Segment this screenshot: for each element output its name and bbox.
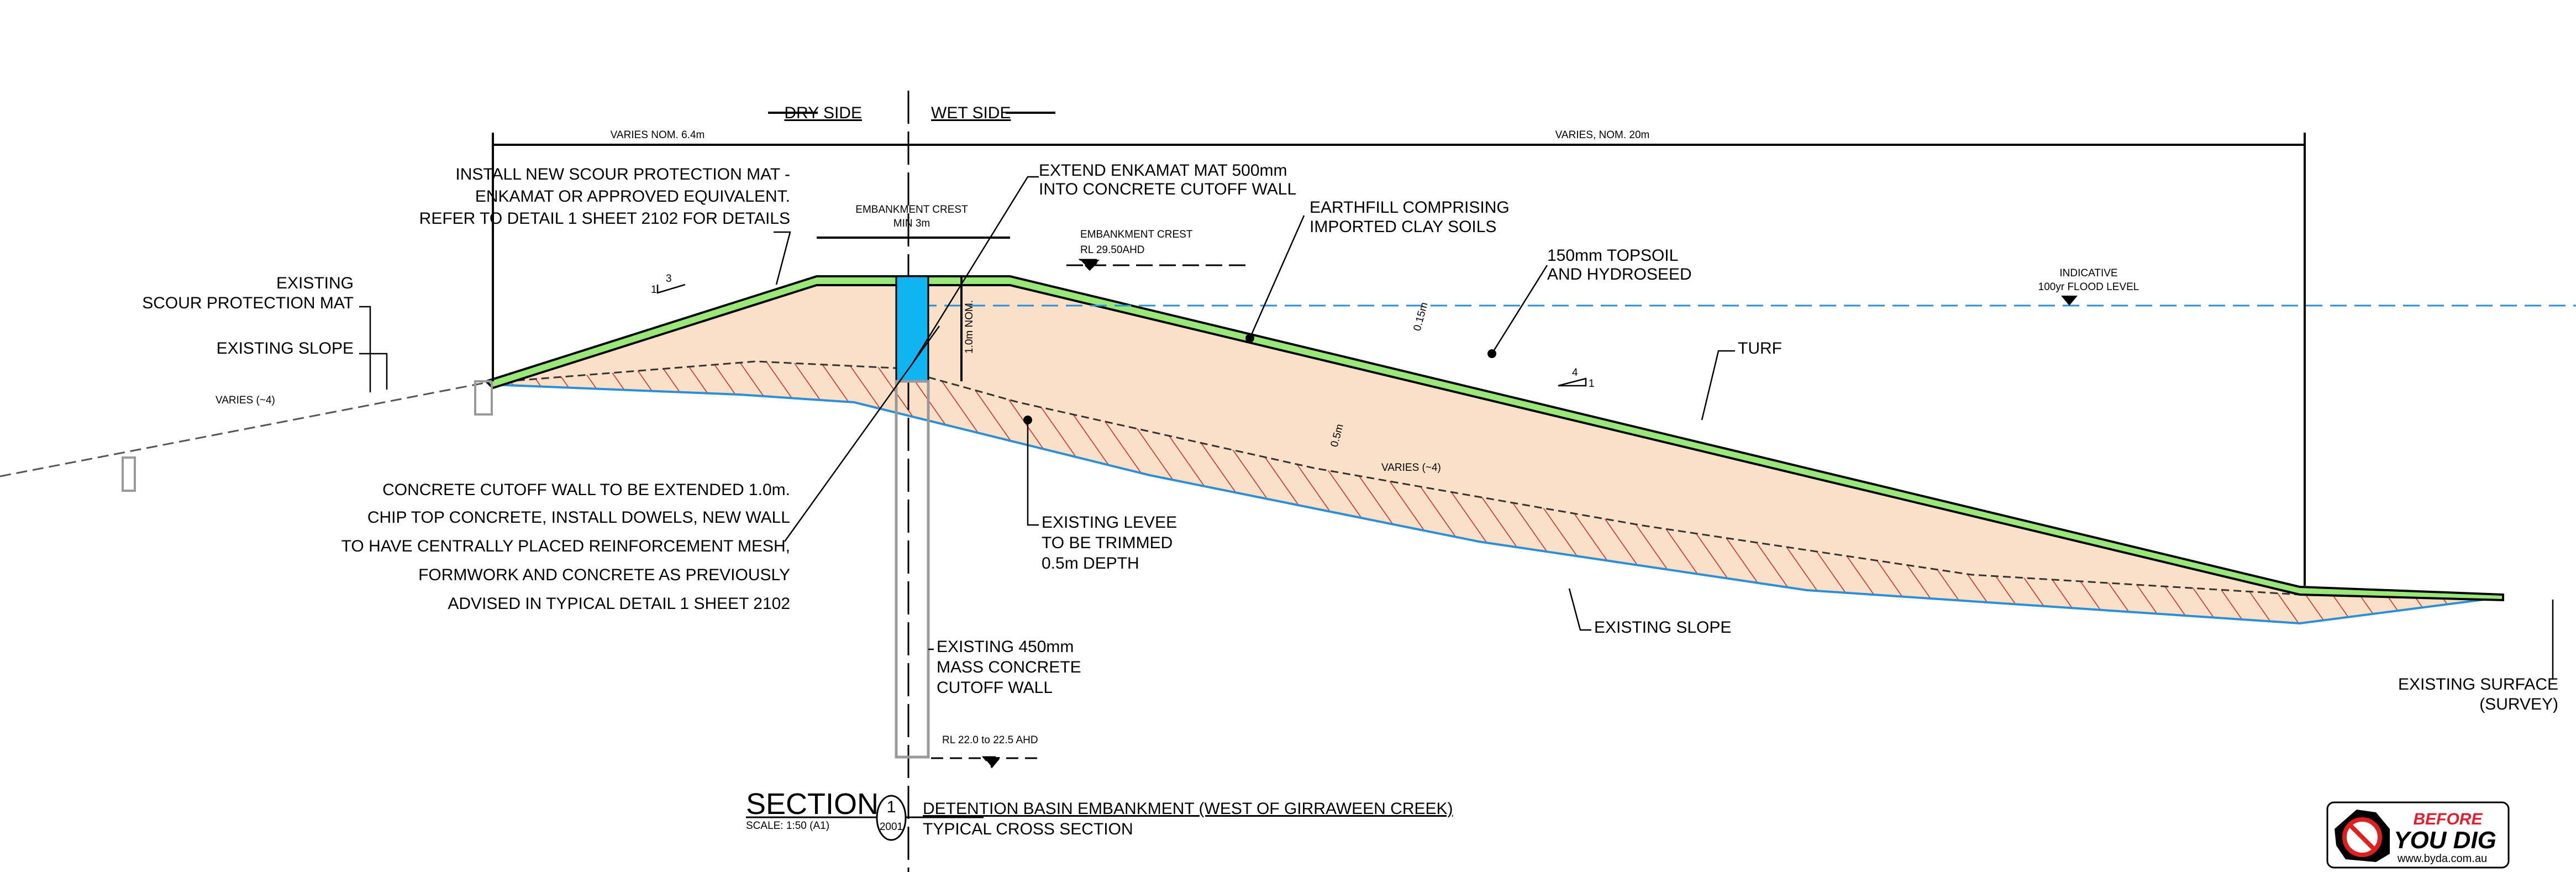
levee-note: TO BE TRIMMED (1042, 534, 1173, 552)
dim-right-label: VARIES, NOM. 20m (1555, 129, 1650, 141)
existing-surface-note: EXISTING SURFACE (2398, 675, 2558, 694)
existing-ground-line (0, 380, 493, 477)
earthfill-note: EARTHFILL COMPRISING (1310, 198, 1510, 217)
existing-wall-note: EXISTING 450mm (937, 638, 1074, 656)
section-label: SECTION (746, 787, 879, 821)
sheet-number: 2001 (880, 821, 903, 833)
existing-wall-note: MASS CONCRETE (937, 658, 1081, 676)
flood-level-note: INDICATIVE (2059, 267, 2117, 279)
wall-height-label: 1.0m NOM. (964, 300, 975, 354)
varies-left-label: VARIES (~4) (215, 395, 275, 406)
extend-enkamat-note: EXTEND ENKAMAT MAT 500mm (1039, 161, 1287, 180)
slope-rise-right: 4 (1572, 367, 1578, 379)
wall-base-marker (931, 756, 1039, 769)
topsoil-note: AND HYDROSEED (1547, 265, 1692, 283)
section-bubble (876, 795, 907, 841)
leader-dot (1245, 334, 1254, 343)
existing-scour-mat-anchor (474, 380, 493, 416)
earthfill-body (493, 282, 2497, 623)
scale-label: SCALE: 1:50 (A1) (746, 820, 829, 832)
leader-lines (359, 176, 2554, 680)
slope-symbol-right (1558, 377, 1587, 387)
levee-trim-line (492, 360, 2300, 596)
topsoil-note: 150mm TOPSOIL (1547, 246, 1678, 265)
scour-new-note: INSTALL NEW SCOUR PROTECTION MAT - (455, 165, 790, 183)
cutoff-extend-note: TO HAVE CENTRALLY PLACED REINFORCEMENT M… (341, 537, 790, 555)
existing-slope-line (492, 384, 2498, 625)
existing-anchor-left (122, 456, 136, 492)
slope-rise-left: 3 (666, 273, 672, 285)
extend-enkamat-note: INTO CONCRETE CUTOFF WALL (1039, 180, 1296, 198)
new-cutoff-wall (895, 275, 929, 382)
wall-base-rl-note: RL 22.0 to 22.5 AHD (942, 734, 1038, 746)
crest-rl-note: EMBANKMENT CREST (1080, 229, 1193, 240)
section-number: 1 (887, 798, 896, 816)
title-line-1: DETENTION BASIN EMBANKMENT (WEST OF GIRR… (923, 800, 1453, 818)
before-you-dig-logo: BEFORE YOU DIG www.byda.com.au (2326, 801, 2510, 869)
existing-slope-right-note: EXISTING SLOPE (1594, 618, 1731, 637)
leader-dot (1487, 349, 1496, 358)
flood-level-note: 100yr FLOOD LEVEL (2038, 281, 2139, 293)
crest-rl-marker (1066, 259, 1249, 271)
cutoff-extend-note: CONCRETE CUTOFF WALL TO BE EXTENDED 1.0m… (382, 481, 790, 499)
section-title: SECTION SCALE: 1:50 (A1) 1 2001 DETENTIO… (746, 787, 1453, 841)
svg-text:www.byda.com.au: www.byda.com.au (2397, 853, 2487, 865)
turf-note: TURF (1738, 339, 1782, 358)
earthfill-note: IMPORTED CLAY SOILS (1310, 218, 1496, 236)
leader-dot (1023, 416, 1032, 424)
topsoil-turf-layer (484, 275, 2504, 602)
dry-side-label: DRY SIDE (784, 104, 862, 122)
existing-slope-left-note: EXISTING SLOPE (217, 339, 354, 358)
dimension-line-top (492, 133, 2306, 586)
existing-wall-note: CUTOFF WALL (937, 679, 1053, 697)
scour-existing-note: EXISTING (276, 274, 354, 292)
varies-right-label: VARIES (~4) (1381, 462, 1441, 474)
existing-surface-note: (SURVEY) (2479, 695, 2558, 713)
existing-cutoff-wall (895, 380, 930, 759)
slope-symbol-left (656, 283, 686, 294)
slope-run-left: 1 (651, 284, 657, 296)
crest-dim-label: MIN 3m (893, 218, 930, 229)
svg-text:YOU DIG: YOU DIG (2394, 827, 2496, 854)
svg-text:BEFORE: BEFORE (2413, 810, 2483, 828)
crest-rl-note: RL 29.50AHD (1080, 244, 1145, 256)
slope-run-right: 1 (1589, 378, 1595, 390)
dim-left-label: VARIES NOM. 6.4m (611, 129, 705, 141)
scour-new-note: ENKAMAT OR APPROVED EQUIVALENT. (475, 187, 790, 206)
levee-note: EXISTING LEVEE (1042, 513, 1177, 532)
scour-new-note: REFER TO DETAIL 1 SHEET 2102 FOR DETAILS (419, 209, 790, 228)
cutoff-extend-note: FORMWORK AND CONCRETE AS PREVIOUSLY (418, 566, 790, 584)
existing-levee-hatch (493, 361, 2497, 623)
scour-existing-note: SCOUR PROTECTION MAT (142, 294, 354, 312)
cutoff-extend-note: CHIP TOP CONCRETE, INSTALL DOWELS, NEW W… (367, 508, 790, 527)
title-line-2: TYPICAL CROSS SECTION (923, 820, 1133, 838)
crest-dim-label: EMBANKMENT CREST (855, 204, 968, 216)
cutoff-extend-note: ADVISED IN TYPICAL DETAIL 1 SHEET 2102 (448, 595, 790, 613)
levee-note: 0.5m DEPTH (1042, 554, 1139, 572)
flood-level-marker (2061, 296, 2078, 306)
wet-side-label: WET SIDE (931, 104, 1011, 122)
